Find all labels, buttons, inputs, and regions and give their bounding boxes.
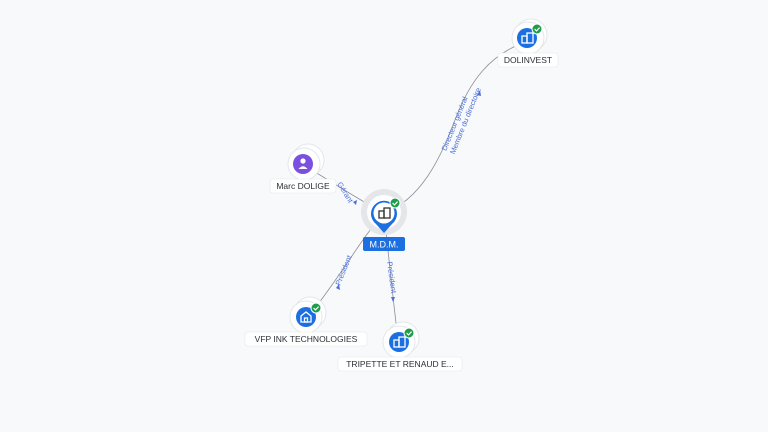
node-vfp-ink[interactable]: VFP INK TECHNOLOGIES	[244, 296, 368, 347]
node-label-dolinvest: DOLINVEST	[504, 55, 552, 65]
node-dolinvest[interactable]: DOLINVEST	[497, 18, 559, 68]
verified-badge	[403, 327, 415, 339]
edge-arrow-marc	[353, 200, 357, 205]
building-icon	[300, 311, 312, 323]
check-icon	[313, 306, 320, 311]
building-icon	[393, 336, 406, 348]
node-label-vfp: VFP INK TECHNOLOGIES	[255, 334, 358, 344]
node-marc-dolige[interactable]: Marc DOLIGE	[269, 143, 337, 194]
verified-badge	[531, 23, 543, 35]
check-icon	[392, 201, 399, 206]
edge-arrow-tripette	[391, 297, 395, 302]
check-icon	[534, 27, 541, 32]
node-label-tripette: TRIPETTE ET RENAUD E...	[346, 359, 454, 369]
edge-label-vfp: Président	[334, 253, 355, 287]
node-label-marc: Marc DOLIGE	[276, 181, 330, 191]
building-icon	[378, 207, 391, 219]
center-label: M.D.M.	[370, 240, 399, 250]
person-icon	[298, 158, 308, 169]
edge-label-marc: Gérant	[335, 180, 355, 205]
person-node-circle	[293, 154, 313, 174]
node-tripette[interactable]: TRIPETTE ET RENAUD E...	[337, 321, 463, 372]
edge-label-tripette: Président	[385, 261, 398, 295]
edge-dolinvest	[383, 41, 526, 214]
edge-arrow-vfp	[336, 284, 340, 290]
check-icon	[406, 331, 413, 336]
verified-badge	[310, 302, 322, 314]
verified-badge	[389, 197, 401, 209]
building-icon	[521, 32, 534, 44]
edge-arrow-dolinvest	[477, 90, 481, 96]
node-center-mdm[interactable]: M.D.M.	[361, 189, 407, 251]
